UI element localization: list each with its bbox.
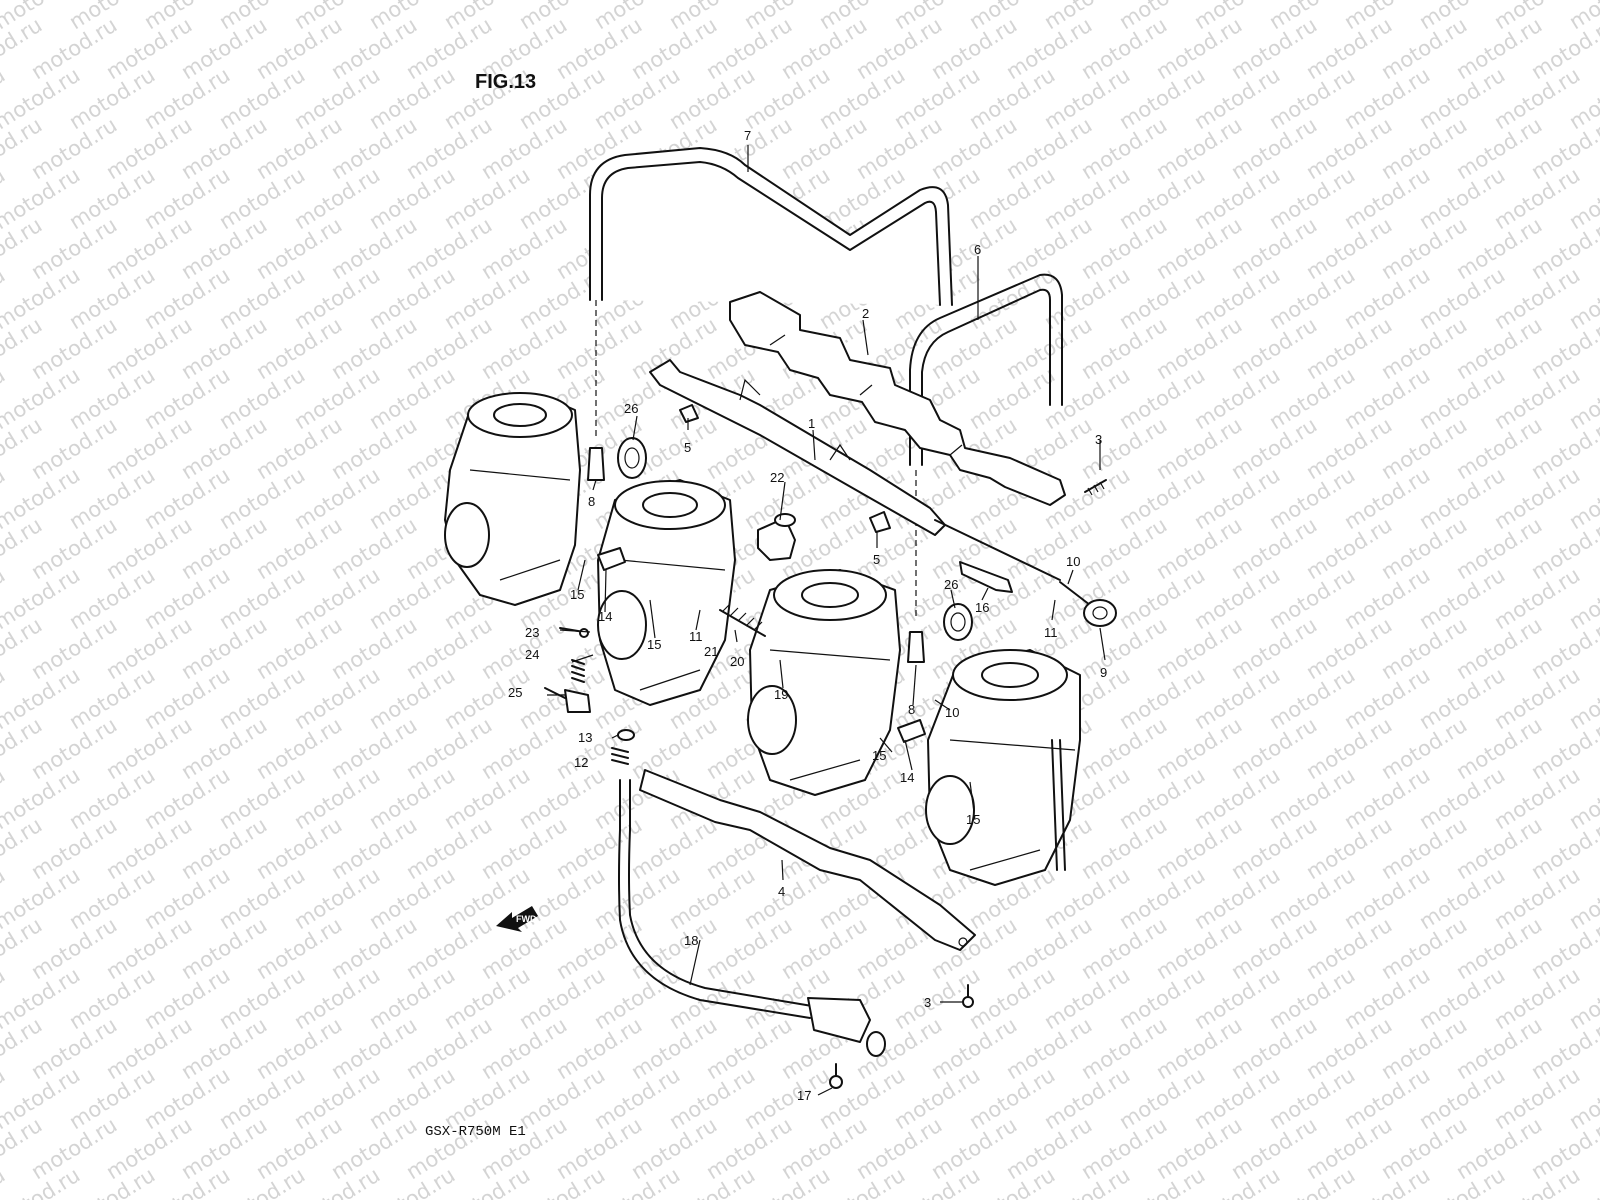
callout-12: 12 xyxy=(574,755,588,770)
fitting-26-upper xyxy=(617,437,647,479)
callout-18: 18 xyxy=(684,933,698,948)
callout-5-upper: 5 xyxy=(684,440,691,455)
callout-19: 19 xyxy=(774,687,788,702)
throttle-cable-18 xyxy=(618,779,886,1057)
clip-5-upper xyxy=(679,404,699,423)
callout-11-upper: 11 xyxy=(1044,625,1058,640)
callout-22: 22 xyxy=(770,470,784,485)
carburetor-2 xyxy=(597,479,736,706)
callout-14-left: 14 xyxy=(598,609,612,624)
fitting-26-lower xyxy=(943,603,973,641)
callout-26-upper: 26 xyxy=(624,401,638,416)
hose-6 xyxy=(909,273,1063,620)
callout-20: 20 xyxy=(730,654,744,669)
rail-1 xyxy=(649,359,1061,581)
callout-13: 13 xyxy=(578,730,592,745)
carburetor-3 xyxy=(747,569,901,796)
callout-17: 17 xyxy=(797,1088,811,1103)
figure-title: FIG.13 xyxy=(475,71,536,93)
callout-10-lower: 10 xyxy=(945,705,959,720)
spring-12 xyxy=(611,747,629,765)
spring-24 xyxy=(571,659,585,683)
callout-8-right: 8 xyxy=(908,702,915,717)
callout-1: 1 xyxy=(808,416,815,431)
callout-14-right: 14 xyxy=(900,770,914,785)
callout-7: 7 xyxy=(744,128,751,143)
spring-20-21 xyxy=(719,603,766,637)
callout-15-a: 15 xyxy=(570,587,584,602)
fitting-14-right xyxy=(897,719,926,743)
adjuster-25 xyxy=(544,687,591,713)
screw-3-lower xyxy=(962,984,974,1008)
nipple-8-left xyxy=(587,447,605,481)
callout-24: 24 xyxy=(525,647,539,662)
callout-2: 2 xyxy=(862,306,869,321)
callout-6: 6 xyxy=(974,242,981,257)
callout-5-lower: 5 xyxy=(873,552,880,567)
callout-25: 25 xyxy=(508,685,522,700)
callout-16: 16 xyxy=(975,600,989,615)
callout-8-left: 8 xyxy=(588,494,595,509)
callout-15-c: 15 xyxy=(872,748,886,763)
leader-lines xyxy=(547,145,1106,1096)
callout-numbers: 7 2 6 1 3 22 5 5 26 26 16 10 11 9 8 8 10… xyxy=(508,128,1107,1103)
watermark-text: motod.ru xyxy=(0,1163,9,1200)
clip-16 xyxy=(959,561,1013,593)
callout-3-lower: 3 xyxy=(924,995,931,1010)
callout-3-upper: 3 xyxy=(1095,432,1102,447)
callout-11-lower: 11 xyxy=(689,629,703,644)
callout-26-lower: 26 xyxy=(944,577,958,592)
fwd-label: FWD xyxy=(516,914,537,924)
callout-15-d: 15 xyxy=(966,812,980,827)
knob-9 xyxy=(1059,581,1117,627)
bracket-2 xyxy=(729,291,1066,506)
clip-5-lower xyxy=(869,511,891,533)
screw-17 xyxy=(829,1063,843,1089)
callout-10-upper: 10 xyxy=(1066,554,1080,569)
callout-4: 4 xyxy=(778,884,785,899)
callout-23: 23 xyxy=(525,625,539,640)
fitting-14-left xyxy=(597,547,626,571)
callout-9: 9 xyxy=(1100,665,1107,680)
carburetor-4 xyxy=(925,649,1081,886)
carburetor-1 xyxy=(444,392,581,606)
washer-13 xyxy=(617,729,635,741)
model-code: GSX-R750M E1 xyxy=(425,1124,526,1140)
hose-7 xyxy=(589,147,953,440)
callout-21: 21 xyxy=(704,644,718,659)
link-plate-4 xyxy=(639,769,976,951)
screw-3-upper xyxy=(1084,479,1107,496)
forward-arrow-icon: FWD xyxy=(496,906,538,932)
callout-15-b: 15 xyxy=(647,637,661,652)
nipple-8-right xyxy=(907,631,925,663)
